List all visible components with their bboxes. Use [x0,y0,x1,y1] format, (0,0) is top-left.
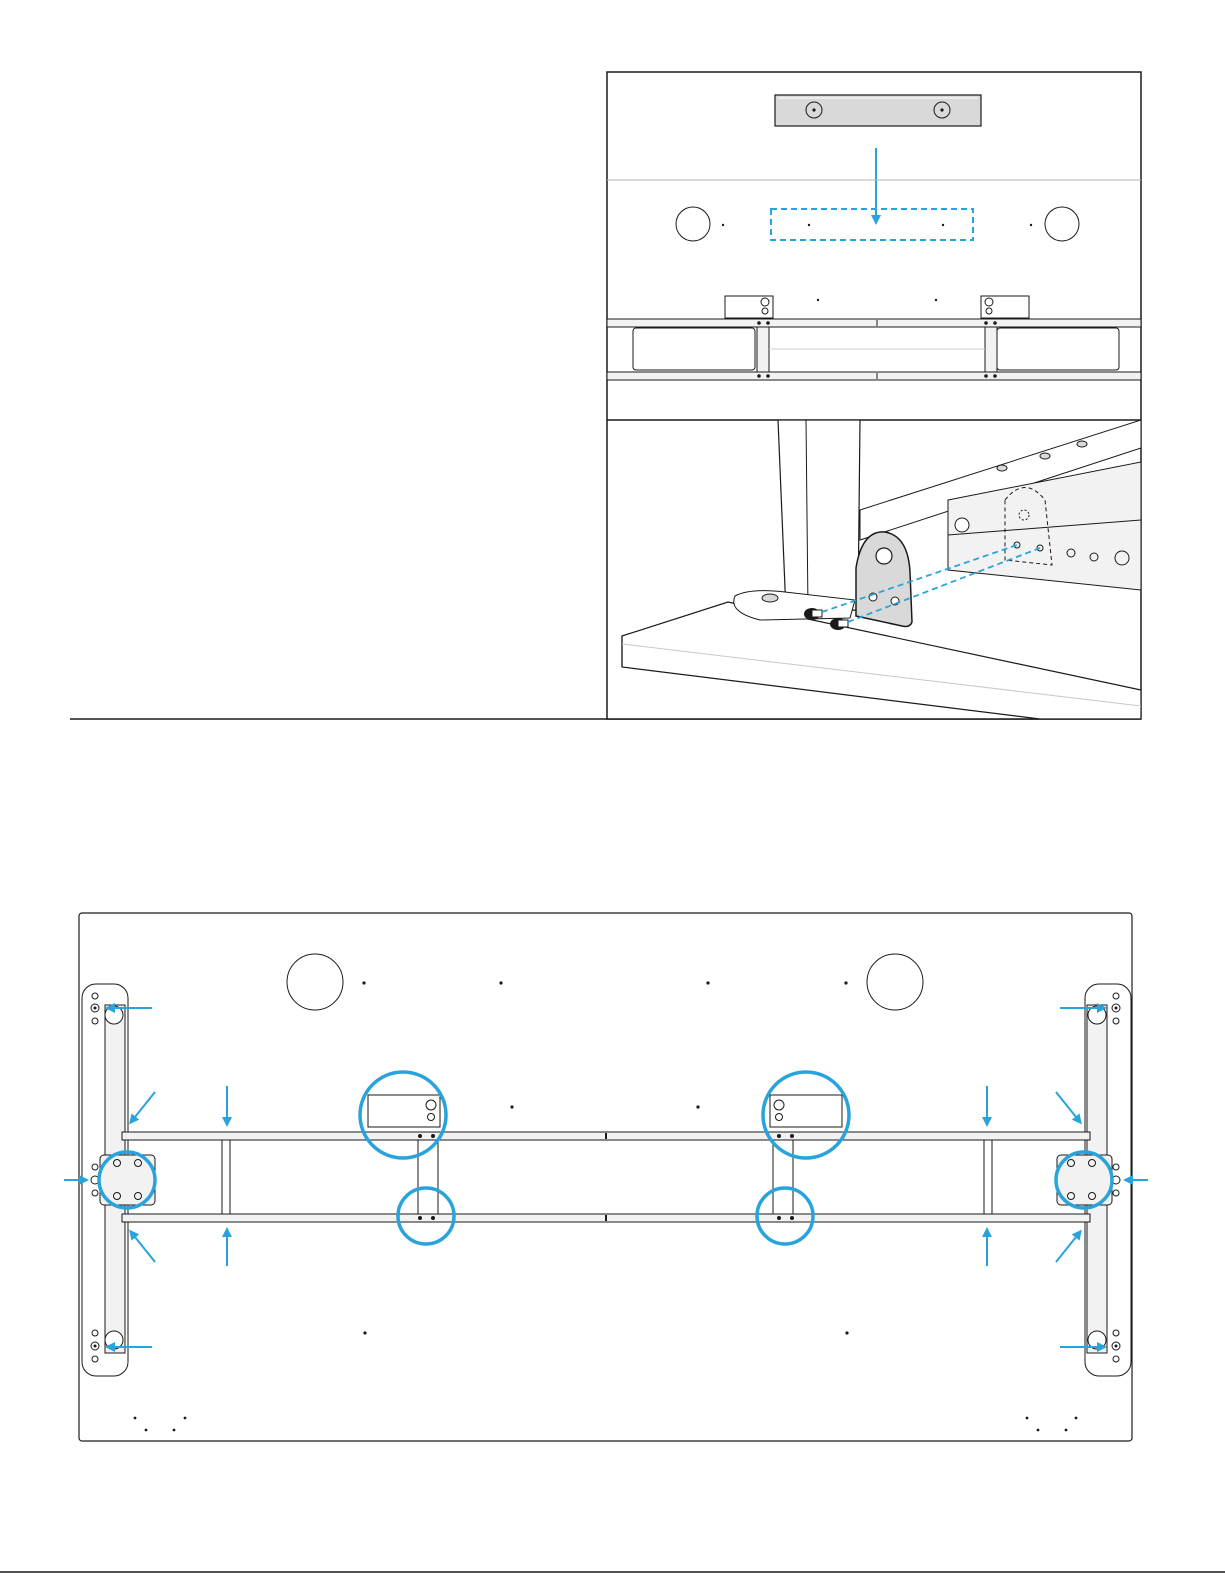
top-detail-panel [607,72,1141,719]
mounting-bracket [856,532,912,627]
overview-panel [64,913,1148,1441]
desktop-underside [79,913,1132,1441]
